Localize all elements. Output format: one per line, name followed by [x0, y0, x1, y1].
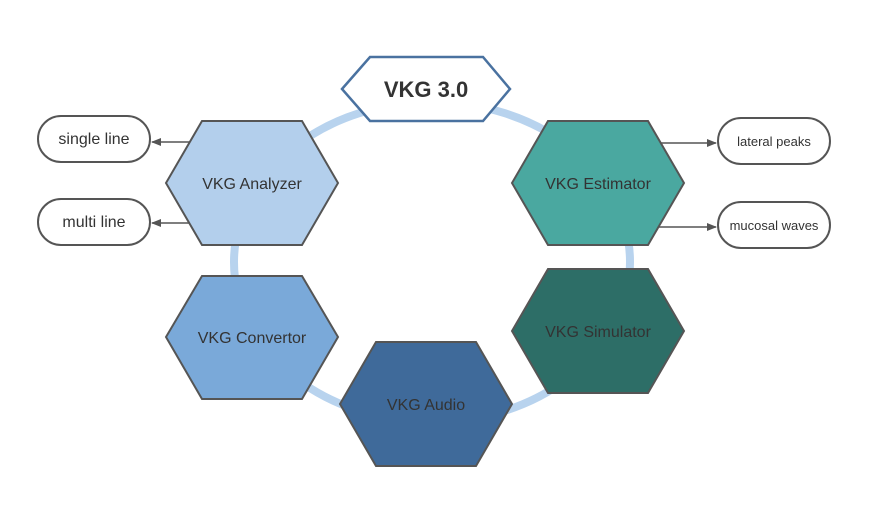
output-single-line: single line: [37, 115, 151, 163]
output-multi-line-label: multi line: [62, 214, 125, 231]
output-multi-line: multi line: [37, 198, 151, 246]
output-mucosal-waves-label: mucosal waves: [730, 218, 819, 233]
title-node: VKG 3.0: [340, 55, 512, 123]
module-vkg-estimator: VKG Estimator: [510, 120, 686, 246]
output-single-line-label: single line: [58, 131, 129, 148]
module-vkg-audio: VKG Audio: [338, 341, 514, 467]
module-vkg-convertor: VKG Convertor: [164, 275, 340, 400]
output-lateral-peaks-label: lateral peaks: [737, 134, 811, 149]
title-label: VKG 3.0: [384, 77, 468, 102]
output-mucosal-waves: mucosal waves: [717, 201, 831, 249]
module-vkg-analyzer: VKG Analyzer: [164, 120, 340, 246]
module-vkg-convertor-label: VKG Convertor: [198, 330, 307, 347]
module-vkg-audio-label: VKG Audio: [387, 397, 465, 414]
module-vkg-simulator-label: VKG Simulator: [545, 324, 651, 341]
module-vkg-simulator: VKG Simulator: [510, 268, 686, 394]
output-lateral-peaks: lateral peaks: [717, 117, 831, 165]
module-vkg-estimator-label: VKG Estimator: [545, 176, 651, 193]
module-vkg-analyzer-label: VKG Analyzer: [202, 176, 302, 193]
